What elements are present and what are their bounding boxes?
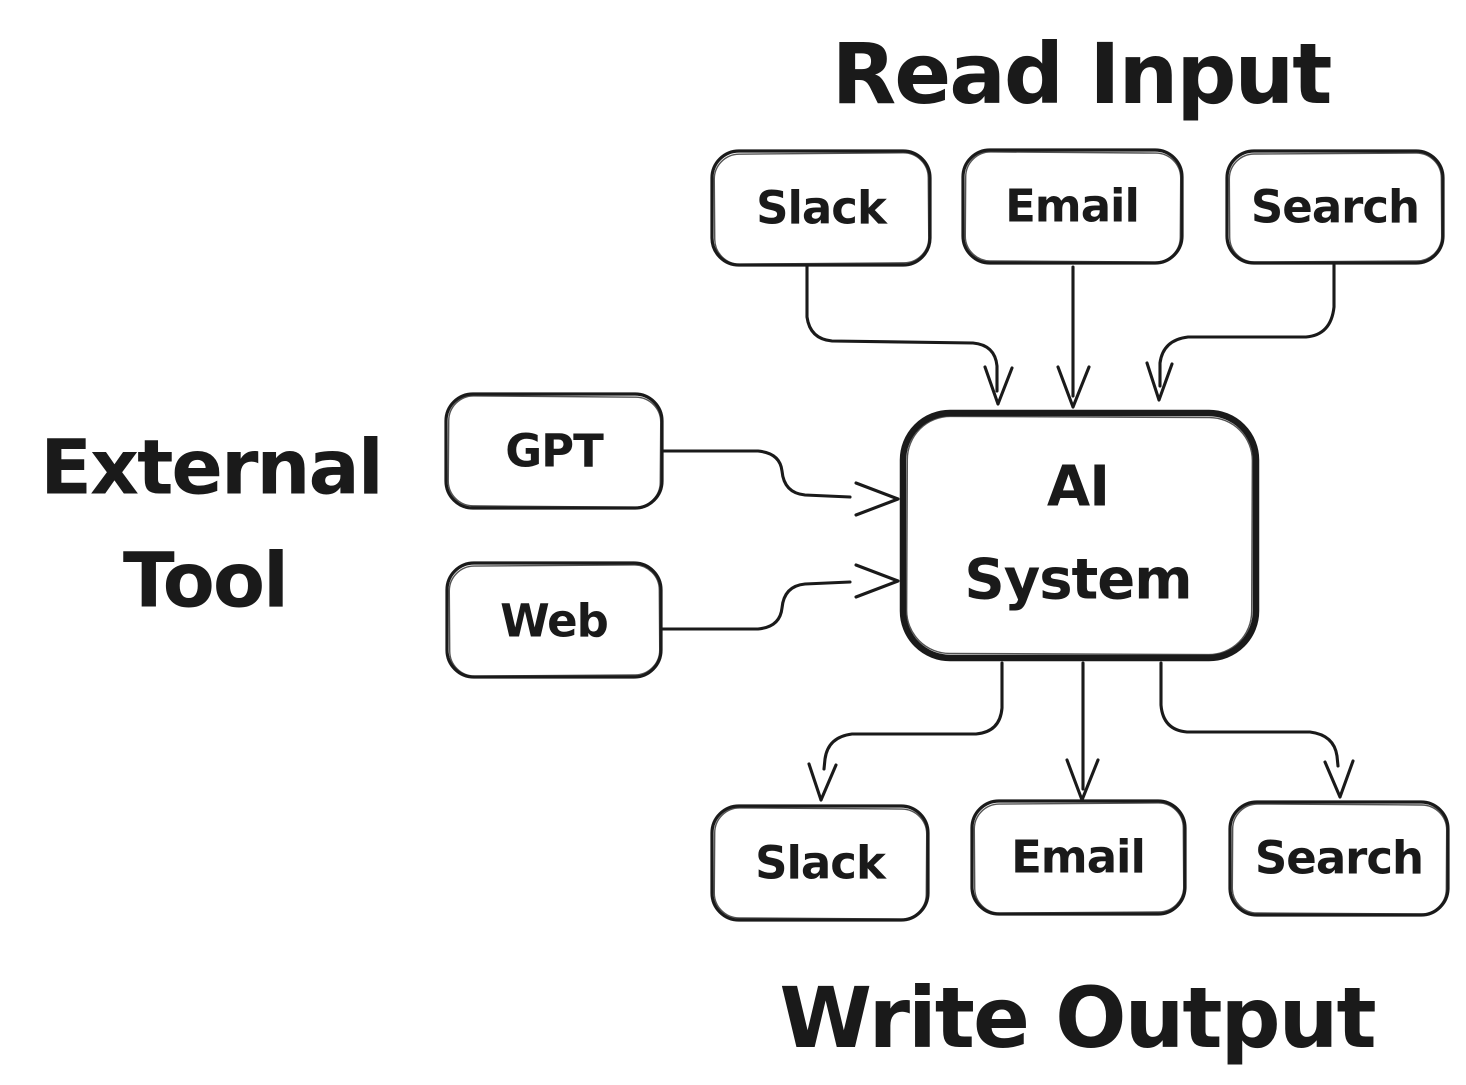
node-input-email: Email [961, 148, 1184, 265]
node-input-search-label: Search [1251, 181, 1419, 234]
edge-ai-to-output-email [1065, 661, 1100, 802]
node-tool-gpt-label: GPT [505, 425, 604, 478]
write-output-title: Write Output [779, 969, 1375, 1067]
edge-ai-to-output-slack [807, 661, 1004, 802]
edge-input-email-to-ai [1056, 265, 1091, 409]
edge-tool-gpt-to-ai [661, 449, 900, 517]
node-input-slack-label: Slack [756, 182, 888, 235]
node-ai-system-label-line2: System [964, 548, 1191, 613]
external-tool-label-line1: External [40, 423, 382, 512]
node-output-search-label: Search [1255, 832, 1423, 885]
external-tool-label: External Tool [40, 423, 384, 625]
node-output-slack: Slack [710, 804, 930, 922]
node-tool-web: Web [445, 561, 663, 679]
node-output-slack-label: Slack [755, 837, 887, 890]
node-tool-gpt: GPT [444, 392, 664, 510]
node-input-email-label: Email [1005, 180, 1139, 233]
node-input-slack: Slack [710, 149, 932, 267]
read-input-title: Read Input [832, 25, 1332, 123]
node-output-email-label: Email [1011, 831, 1145, 884]
node-output-search: Search [1228, 800, 1450, 917]
node-ai-system: AI System [899, 409, 1260, 662]
external-tool-label-line2: Tool [123, 536, 287, 625]
node-output-email: Email [970, 799, 1187, 916]
edge-input-slack-to-ai [805, 264, 1014, 406]
node-input-search: Search [1225, 149, 1445, 265]
edge-input-search-to-ai [1145, 263, 1336, 402]
edge-tool-web-to-ai [660, 563, 900, 631]
node-ai-system-label-line1: AI [1047, 455, 1109, 520]
edge-ai-to-output-search [1159, 661, 1355, 799]
node-tool-web-label: Web [500, 595, 608, 648]
